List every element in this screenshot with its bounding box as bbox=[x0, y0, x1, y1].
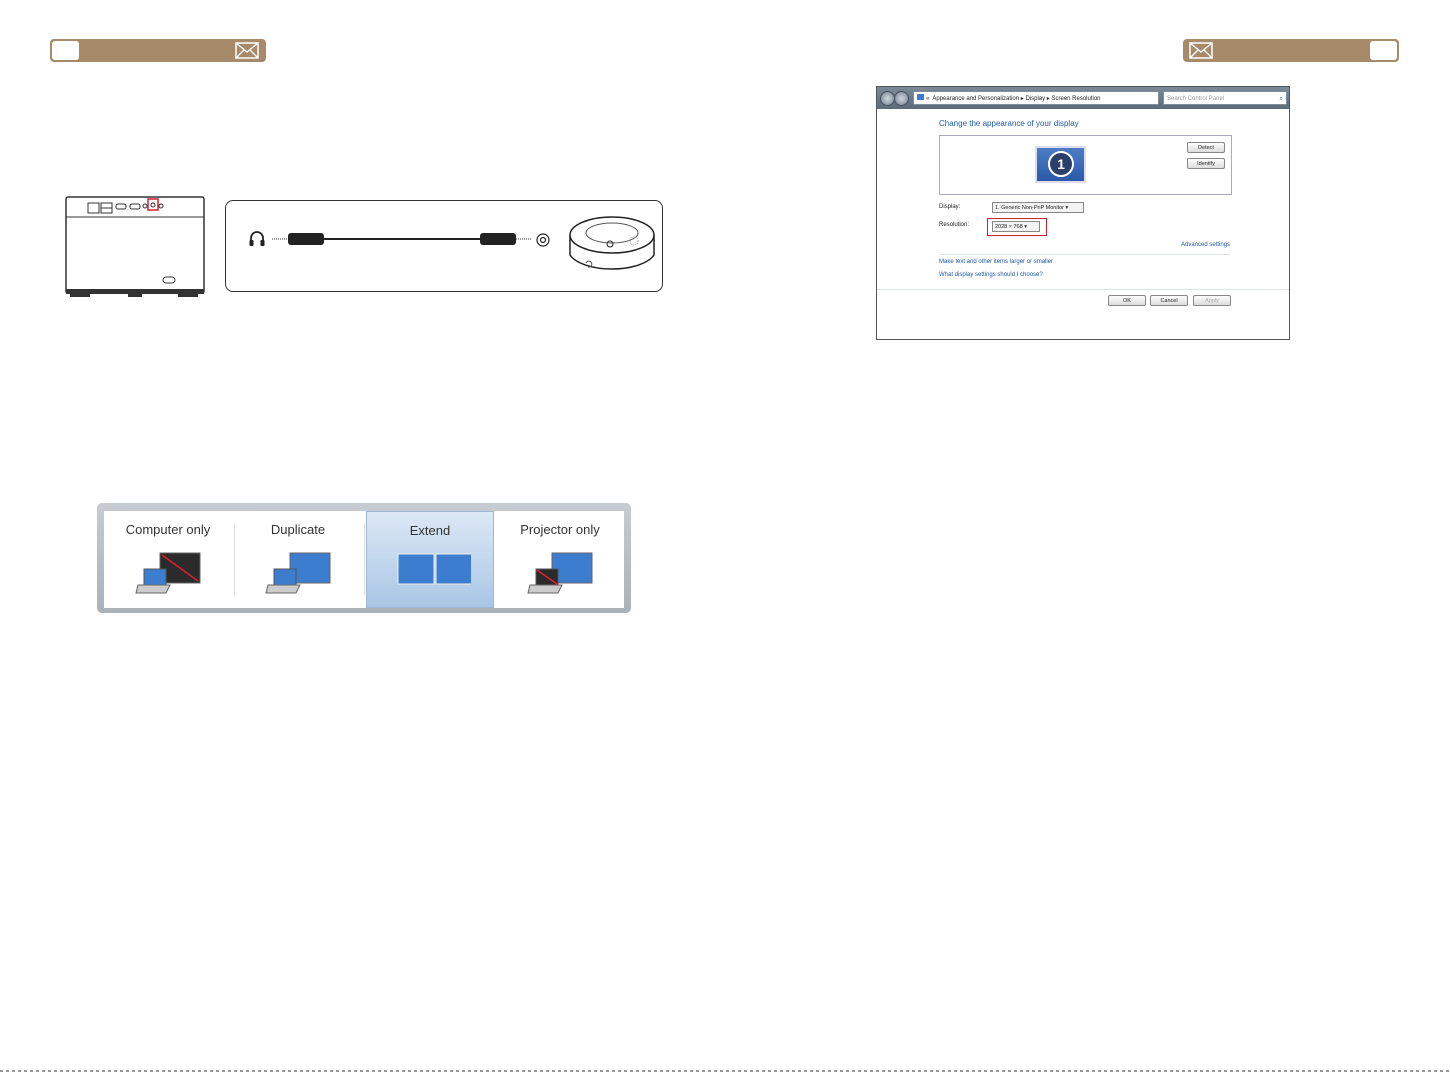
address-bar[interactable]: « Appearance and Personalization ▸ Displ… bbox=[913, 91, 1159, 105]
projector-illustration bbox=[65, 196, 205, 297]
mode-label: Duplicate bbox=[270, 522, 326, 537]
mail-icon bbox=[235, 42, 259, 59]
control-panel-icon bbox=[917, 94, 924, 100]
speaker-illustration bbox=[569, 216, 655, 270]
divider bbox=[364, 523, 365, 595]
breadcrumb-item[interactable]: Display bbox=[1025, 96, 1046, 102]
mode-computer-only[interactable]: Computer only bbox=[104, 511, 232, 608]
page-title: Change the appearance of your display bbox=[939, 119, 1079, 128]
mode-label: Projector only bbox=[520, 522, 600, 537]
mode-label: Computer only bbox=[125, 522, 211, 537]
resolution-select[interactable]: 2028 × 768 ▾ bbox=[992, 221, 1040, 232]
audio-cable bbox=[272, 233, 532, 245]
footer-divider bbox=[877, 289, 1289, 290]
right-header-bar bbox=[1183, 39, 1399, 62]
divider bbox=[939, 254, 1230, 255]
monitor-number: 1 bbox=[1048, 151, 1074, 177]
ok-button[interactable]: OK bbox=[1108, 295, 1146, 306]
header-tab bbox=[52, 41, 79, 60]
left-header-bar bbox=[50, 39, 266, 62]
mail-icon bbox=[1189, 42, 1213, 59]
mode-extend[interactable]: Extend bbox=[366, 511, 494, 608]
mode-options: Computer only Duplicate Extend bbox=[104, 511, 624, 608]
cancel-button[interactable]: Cancel bbox=[1150, 295, 1188, 306]
breadcrumb-item[interactable]: Screen Resolution bbox=[1051, 96, 1101, 102]
projector-only-icon bbox=[527, 552, 593, 594]
back-button[interactable] bbox=[880, 91, 895, 106]
audio-jack-icon bbox=[536, 233, 550, 247]
screen-resolution-window: « Appearance and Personalization ▸ Displ… bbox=[876, 86, 1290, 340]
mode-label: Extend bbox=[409, 523, 451, 538]
display-help-link[interactable]: What display settings should I choose? bbox=[939, 272, 1043, 278]
monitor-preview: 1 Detect Identify bbox=[939, 135, 1232, 195]
resolution-label: Resolution: bbox=[939, 222, 970, 228]
display-label: Display: bbox=[939, 204, 961, 210]
headphone-icon bbox=[249, 231, 265, 246]
highlight-box bbox=[987, 218, 1047, 236]
computer-only-icon bbox=[135, 552, 201, 594]
mode-duplicate[interactable]: Duplicate bbox=[234, 511, 362, 608]
advanced-settings-link[interactable]: Advanced settings bbox=[1181, 242, 1231, 248]
header-tab bbox=[1370, 41, 1397, 60]
footer-line bbox=[0, 1070, 1450, 1072]
mode-projector-only[interactable]: Projector only bbox=[496, 511, 624, 608]
apply-button[interactable]: Apply bbox=[1193, 295, 1231, 306]
audio-connection-box bbox=[225, 200, 663, 292]
monitor-thumbnail[interactable]: 1 bbox=[1035, 146, 1086, 183]
duplicate-icon bbox=[265, 552, 331, 594]
search-input[interactable]: Search Control Panel ⌕ bbox=[1163, 91, 1287, 105]
search-icon: ⌕ bbox=[1279, 96, 1283, 102]
extend-icon bbox=[397, 553, 471, 585]
breadcrumb-item[interactable]: Appearance and Personalization bbox=[932, 96, 1020, 102]
window-toolbar: « Appearance and Personalization ▸ Displ… bbox=[877, 87, 1289, 109]
display-select[interactable]: 1. Generic Non-PnP Monitor ▾ bbox=[992, 202, 1084, 213]
identify-button[interactable]: Identify bbox=[1187, 158, 1225, 169]
projection-mode-switcher: Computer only Duplicate Extend bbox=[97, 503, 631, 613]
text-size-link[interactable]: Make text and other items larger or smal… bbox=[939, 259, 1054, 265]
forward-button[interactable] bbox=[894, 91, 909, 106]
divider bbox=[234, 523, 235, 595]
detect-button[interactable]: Detect bbox=[1187, 142, 1225, 153]
